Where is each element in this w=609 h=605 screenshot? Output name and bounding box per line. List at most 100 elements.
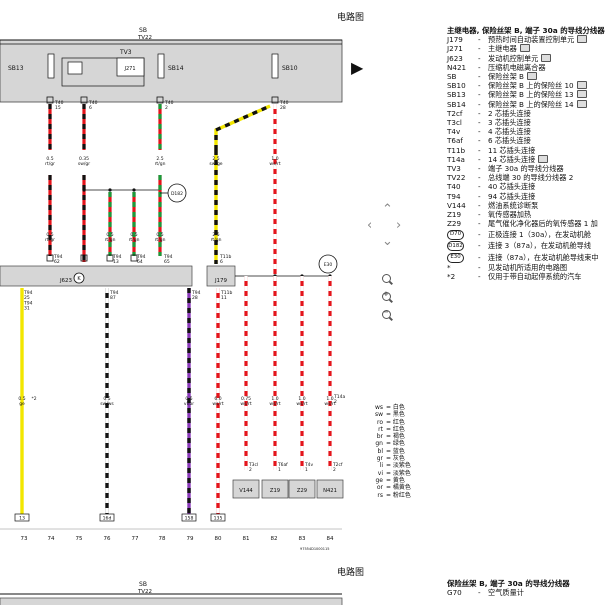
pan-left-icon[interactable]: ‹ [367,218,373,233]
fuse-sb13 [47,53,55,79]
pan-up-icon[interactable]: ⌃ [382,202,393,217]
legend-text: 保险丝架 B 上的保险丝 14 [488,99,574,109]
legend-text: 氧传感器加热 [488,210,532,220]
color-abbr: or [376,484,383,492]
legend-code: SB [447,72,457,82]
zoom-in-icon[interactable]: + [382,290,393,303]
legend-dash: - [478,154,481,164]
reference-label: 16d [103,516,112,522]
legend-code: T3cl [447,118,462,128]
legend-code: *2 [447,272,456,282]
legend-code: J623 [447,53,463,63]
zoom-out-icon[interactable]: − [382,308,393,321]
legend-code: TV3 [447,164,461,174]
reference-label: 13 [19,516,25,522]
ecu-j623 [0,265,193,287]
legend-dash: - [478,108,481,118]
reference-label: 135 [214,516,223,522]
legend-dash: - [478,99,481,109]
legend-item: SB13-保险丝架 B 上的保险丝 13 [447,90,609,99]
legend-dash: - [478,127,481,137]
legend-text: 40 芯插头连接 [488,182,536,192]
legend-item: SB-保险丝架 B [447,72,609,81]
color-key-row: gr= 灰色 [365,455,411,462]
legend-text: 6 芯插头连接 [488,136,531,146]
legend-item: N421-压缩机电磁离合器 [447,63,609,72]
color-key-row: li= 淡紫色 [365,462,411,469]
legend-item: V144-燃油系统诊断泵 [447,201,609,210]
camera-icon[interactable] [541,53,552,62]
legend-code: T11b [447,145,466,155]
legend-item: T40-40 芯插头连接 [447,182,609,191]
connector-t94 [80,254,88,262]
connector-t40 [271,96,279,104]
color-key-row: gn= 绿色 [365,440,411,447]
pan-down-icon[interactable]: ⌄ [382,234,393,249]
legend-text: 发动机控制单元 [488,53,539,63]
wire-sw-ge [214,104,271,150]
legend-text: 2 芯插头连接 [488,108,531,118]
camera-icon[interactable] [538,154,549,163]
legend-title-2: 保险丝架 B, 端子 30a 的导线分线器 [447,579,570,588]
next-page-arrow-icon[interactable]: ▶ [351,58,364,77]
legend-panel: 主继电器, 保险丝架 B, 端子 30a 的导线分线器 J179-预热时间自动装… [447,26,609,281]
pan-right-icon[interactable]: › [396,218,402,233]
camera-icon[interactable] [519,44,530,53]
zoom-fit-icon[interactable] [382,274,393,285]
legend-item: T2cf-2 芯插头连接 [447,109,609,118]
legend-item: T11b-11 芯插头连接 [447,146,609,155]
legend-dash: - [478,272,481,282]
legend-note: *-见发动机所适用的电路图 [447,263,609,272]
color-abbr: rs [377,491,383,499]
legend-item: D182-连接 3（87a），在发动机舱导线 [447,241,609,252]
legend-item: T14a-14 芯插头连接 [447,154,609,164]
page-title: 电路图 [337,13,365,23]
component-label: N421 [323,488,337,494]
color-key-row: rt= 红色 [365,426,411,433]
legend-dash: - [478,118,481,128]
legend-dash: - [478,53,481,63]
column-number: 83 [299,536,306,542]
camera-icon[interactable] [526,72,537,81]
color-abbr: gn [375,440,383,448]
connector-t94 [106,254,114,262]
legend-text: 主继电器 [488,44,517,54]
column-number: 79 [187,536,194,542]
legend-text: 压缩机电磁离合器 [488,62,546,72]
legend2-items: G70-空气质量计 [447,588,609,597]
legend-item: J179-预热时间自动装置控制单元 [447,35,609,44]
connector-t40 [156,96,164,104]
legend-dash: - [478,62,481,72]
legend-text: 连接（87a），在发动机舱导线束中 [488,252,599,262]
junction-dot [132,188,136,192]
color-name: = 灰色 [386,455,405,463]
note-label: *2 [31,396,36,402]
fuse-sb14-label: SB14 [168,65,184,72]
legend-text: 保险丝架 B 上的保险丝 13 [488,90,574,100]
camera-icon[interactable] [576,90,587,99]
connector-t94 [46,254,54,262]
legend-dash: - [478,191,481,201]
color-key-row: rs= 粉红色 [365,492,411,499]
legend-panel-2: 保险丝架 B, 端子 30a 的导线分线器 G70-空气质量计 [447,579,609,597]
legend-item: TV3-端子 30a 的导线分线器 [447,164,609,173]
camera-icon[interactable] [576,81,587,90]
fuse-sb10-label: SB10 [282,65,298,72]
camera-icon[interactable] [577,35,588,44]
camera-icon[interactable] [576,99,587,108]
relay-j271-label: J271 [123,66,135,72]
